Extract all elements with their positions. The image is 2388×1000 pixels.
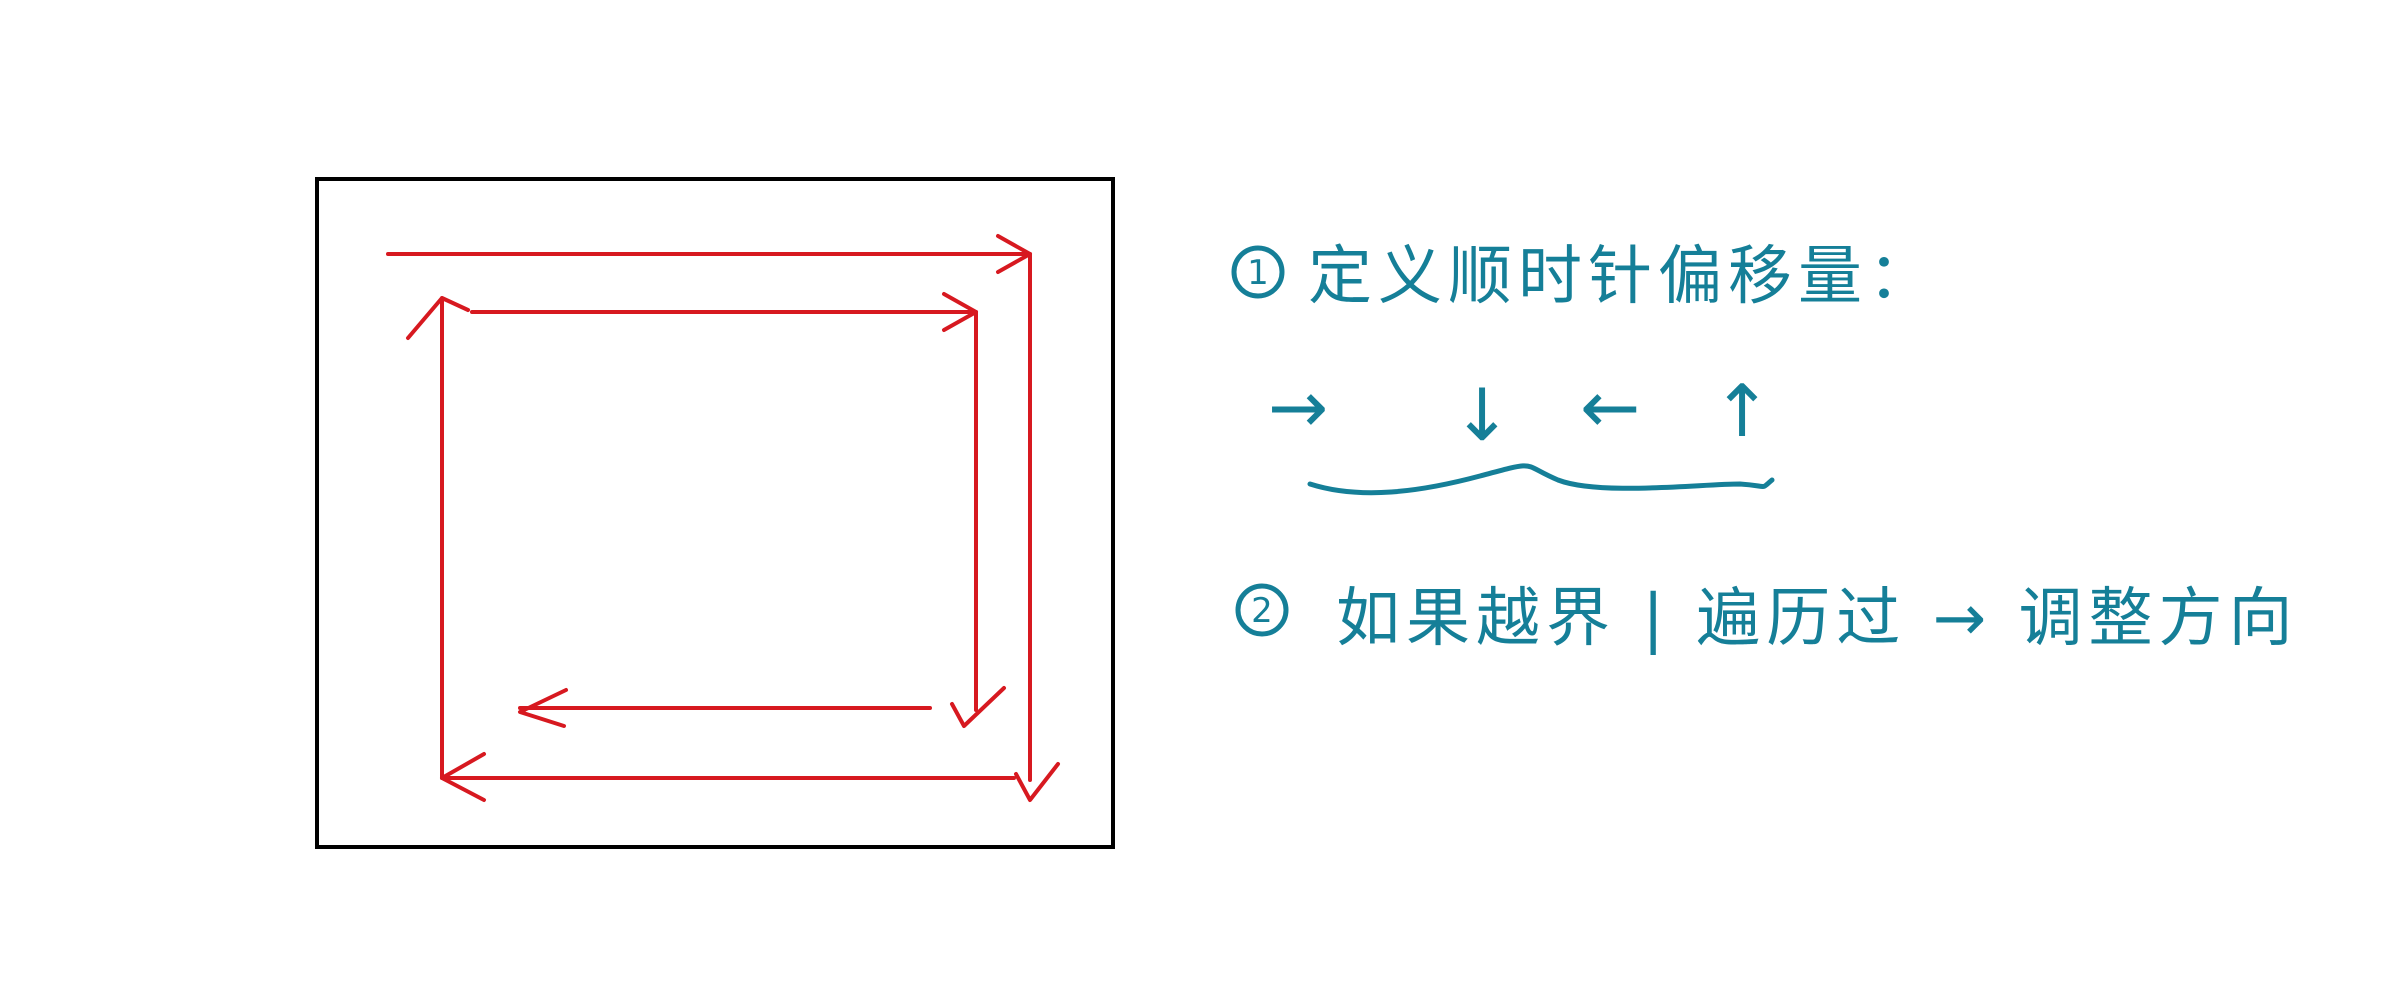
step-2-number-circle	[1235, 583, 1289, 637]
path-top-outer-arrow	[386, 234, 1032, 274]
step-2-number: 2	[1251, 591, 1273, 631]
arrow-up-icon: ↑	[1712, 369, 1772, 453]
path-bottom-outer-arrow	[440, 752, 1016, 802]
arrow-down-icon: ↓	[1452, 373, 1512, 457]
step-1-number-circle	[1231, 245, 1285, 299]
path-left-outer-arrow	[406, 296, 470, 780]
step-1: 1 定义顺时针偏移量：	[1231, 240, 1938, 314]
matrix-frame	[315, 177, 1115, 849]
step-1-number: 1	[1247, 253, 1269, 293]
arrow-left-icon: ←	[1580, 365, 1640, 449]
spiral-path	[386, 234, 1060, 802]
arrow-right-icon: →	[1268, 365, 1328, 449]
path-bottom-inner-arrow	[518, 688, 932, 728]
direction-offsets: → ↓ ← ↑	[1268, 365, 1775, 496]
step-1-text: 定义顺时针偏移量：	[1308, 240, 1938, 314]
step-2: 2 如果越界 | 遍历过 → 调整方向	[1235, 582, 2299, 656]
path-right-inner-arrow	[950, 310, 1006, 728]
path-right-outer-arrow	[1014, 252, 1060, 802]
path-top-inner-arrow	[470, 292, 978, 332]
step-2-text: 如果越界 | 遍历过 → 调整方向	[1336, 582, 2299, 656]
direction-underline	[1307, 463, 1775, 496]
